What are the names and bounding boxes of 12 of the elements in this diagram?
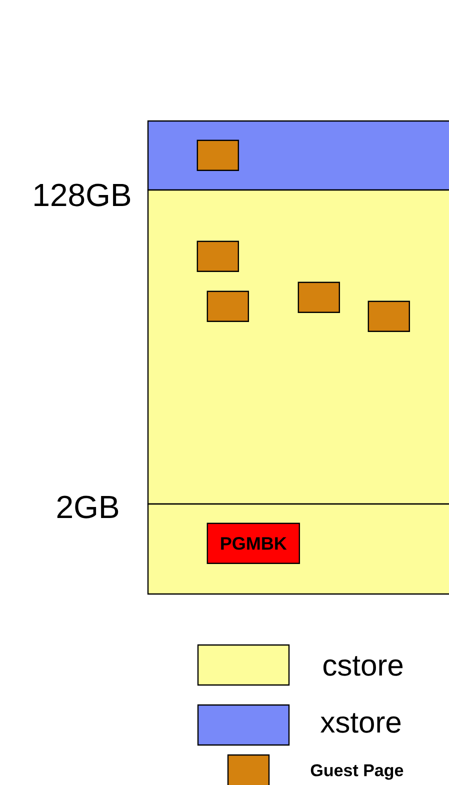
page-box [298,282,340,313]
size-label: 2GB [57,496,118,518]
legend-label: cstore [323,656,403,676]
page-box [196,240,239,272]
page-box [196,140,239,171]
legend-label: Guest Page [310,764,404,780]
memory-band [147,120,449,191]
page-box [368,300,410,332]
size-label: 128GB [34,184,130,206]
legend-label: xstore [320,713,401,733]
page-box [206,290,249,322]
pgmbk-box: PGMBK [206,522,300,564]
